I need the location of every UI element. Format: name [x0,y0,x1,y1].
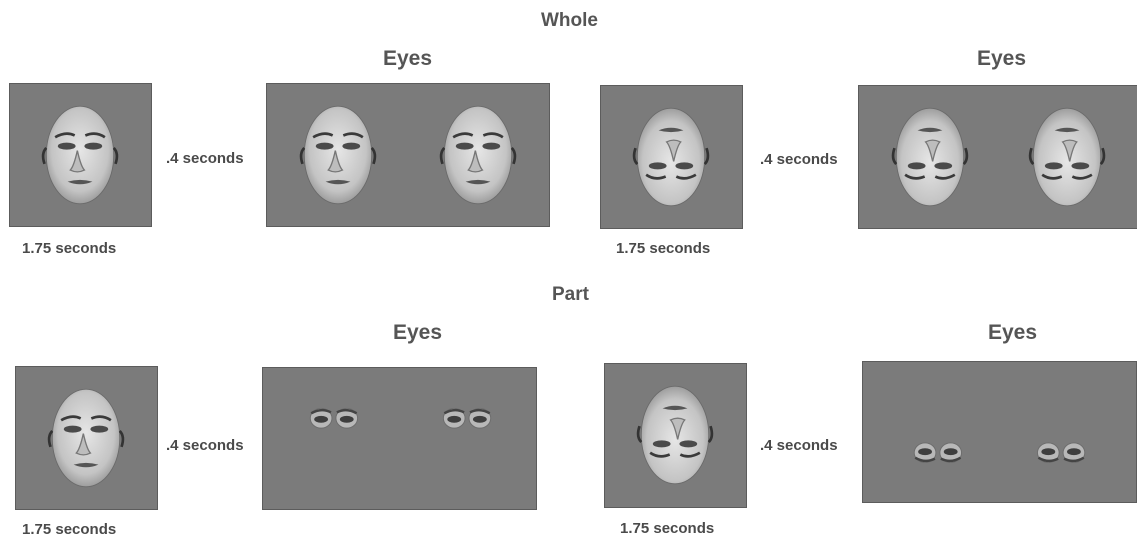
test-pair-whole-inverted [858,85,1137,229]
eyes-label-whole-inverted: Eyes [977,47,1026,71]
isi-label-part-inverted: .4 seconds [760,437,838,454]
eyes-label-part-upright: Eyes [393,321,442,345]
study-duration-part-upright: 1.75 seconds [22,521,116,538]
study-duration-whole-upright: 1.75 seconds [22,240,116,257]
isi-label-whole-upright: .4 seconds [166,150,244,167]
isi-label-part-upright: .4 seconds [166,437,244,454]
section-title-whole: Whole [541,10,598,32]
eyes-label-whole-upright: Eyes [383,47,432,71]
study-face-whole-inverted [600,85,743,229]
study-face-part-upright [15,366,158,510]
study-face-part-inverted [604,363,747,508]
study-duration-part-inverted: 1.75 seconds [620,520,714,537]
test-pair-whole-upright [266,83,550,227]
test-eyes-part-upright [262,367,537,510]
isi-label-whole-inverted: .4 seconds [760,151,838,168]
study-face-whole-upright [9,83,152,227]
test-eyes-part-inverted [862,361,1137,503]
eyes-label-part-inverted: Eyes [988,321,1037,345]
section-title-part: Part [552,284,589,306]
study-duration-whole-inverted: 1.75 seconds [616,240,710,257]
